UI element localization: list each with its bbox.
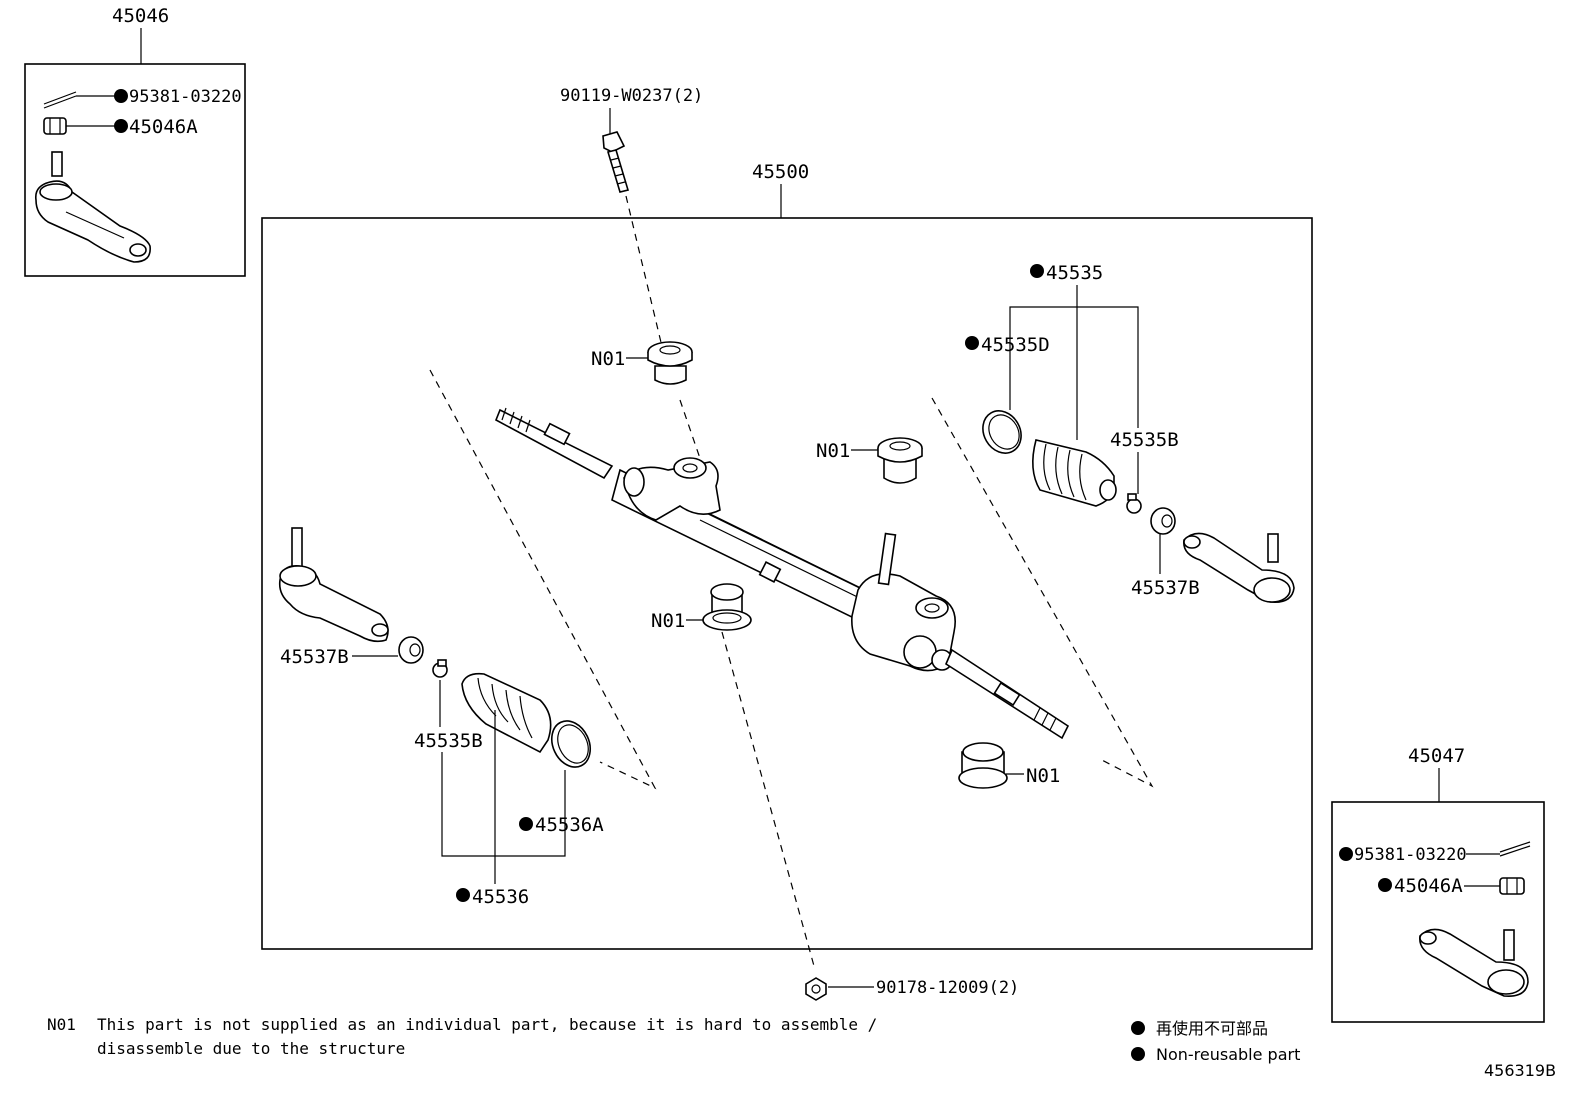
box-label-45046: 45046 xyxy=(112,5,169,27)
part-label-45535: 45535 xyxy=(1046,262,1103,284)
part-label-95381-03220-left: 95381-03220 xyxy=(129,87,242,107)
castle-nut-icon xyxy=(1499,877,1525,895)
alignment-dashed-line xyxy=(721,631,815,967)
part-label-45046A-left: 45046A xyxy=(129,116,198,138)
kit-bracket-line xyxy=(1009,306,1139,428)
non-reusable-marker xyxy=(456,888,470,902)
part-label-90119-W0237: 90119-W0237(2) xyxy=(560,86,703,106)
steering-gear-assembly-box xyxy=(261,217,1313,950)
tie-rod-end-icon xyxy=(1419,928,1529,998)
part-label-45535B-right: 45535B xyxy=(1110,429,1179,451)
tie-rod-end-icon xyxy=(1183,532,1295,604)
tie-rod-end-icon xyxy=(34,151,151,263)
part-label-90178-12009: 90178-12009(2) xyxy=(876,978,1019,998)
n01-label-d: N01 xyxy=(1026,765,1060,787)
part-label-45537B-left: 45537B xyxy=(280,646,349,668)
footnote-line-2: disassemble due to the structure xyxy=(97,1039,405,1058)
legend-marker xyxy=(1131,1021,1145,1035)
mount-bushing-icon xyxy=(877,437,923,484)
mount-bushing-icon xyxy=(647,341,693,385)
footnote-code: N01 xyxy=(47,1015,76,1034)
tie-rod-bushing-icon xyxy=(1150,507,1176,535)
boot-clamp-icon xyxy=(982,410,1022,454)
exploded-view-dashed-outline xyxy=(429,369,657,790)
figure-id: 456319B xyxy=(1484,1061,1556,1080)
box-label-45500: 45500 xyxy=(752,161,809,183)
part-label-45537B-right: 45537B xyxy=(1131,577,1200,599)
non-reusable-marker xyxy=(114,119,128,133)
part-label-45535B-left: 45535B xyxy=(414,730,483,752)
exploded-view-dashed-outline xyxy=(931,397,1154,788)
kit-bracket-line xyxy=(441,752,566,857)
boot-clamp-icon xyxy=(550,720,592,768)
right-tie-rod-end-box xyxy=(1331,801,1545,1023)
part-label-45046A-right: 45046A xyxy=(1394,875,1463,897)
cotter-pin-icon xyxy=(43,91,77,109)
part-label-45535D: 45535D xyxy=(981,334,1050,356)
steering-rack-icon xyxy=(494,407,1070,740)
n01-label-c: N01 xyxy=(651,610,685,632)
tie-rod-end-icon xyxy=(278,527,389,643)
n01-label-a: N01 xyxy=(591,348,625,370)
cotter-pin-icon xyxy=(1499,841,1531,857)
n01-label-b: N01 xyxy=(816,440,850,462)
small-clamp-icon xyxy=(1126,493,1142,514)
non-reusable-marker xyxy=(965,336,979,350)
box-label-45047: 45047 xyxy=(1408,745,1465,767)
non-reusable-marker xyxy=(1030,264,1044,278)
legend-marker xyxy=(1131,1047,1145,1061)
castle-nut-icon xyxy=(43,117,67,135)
left-tie-rod-end-box xyxy=(24,63,246,277)
footnote-line-1: This part is not supplied as an individu… xyxy=(97,1015,877,1034)
legend-english: Non-reusable part xyxy=(1156,1045,1300,1064)
bolt-icon xyxy=(602,131,630,193)
non-reusable-marker xyxy=(1378,878,1392,892)
part-label-45536A: 45536A xyxy=(535,814,604,836)
small-clamp-icon xyxy=(432,659,448,678)
non-reusable-marker xyxy=(519,817,533,831)
non-reusable-marker xyxy=(1339,847,1353,861)
part-label-95381-03220-right: 95381-03220 xyxy=(1354,845,1467,865)
dust-boot-icon xyxy=(461,672,552,754)
hex-nut-icon xyxy=(805,977,827,1001)
mount-bushing-icon xyxy=(958,742,1008,789)
legend-japanese: 再使用不可部品 xyxy=(1156,1019,1268,1038)
dust-boot-icon xyxy=(1032,439,1117,507)
non-reusable-marker xyxy=(114,89,128,103)
tie-rod-bushing-icon xyxy=(398,636,424,664)
mount-bushing-icon xyxy=(702,583,752,631)
part-label-45536: 45536 xyxy=(472,886,529,908)
